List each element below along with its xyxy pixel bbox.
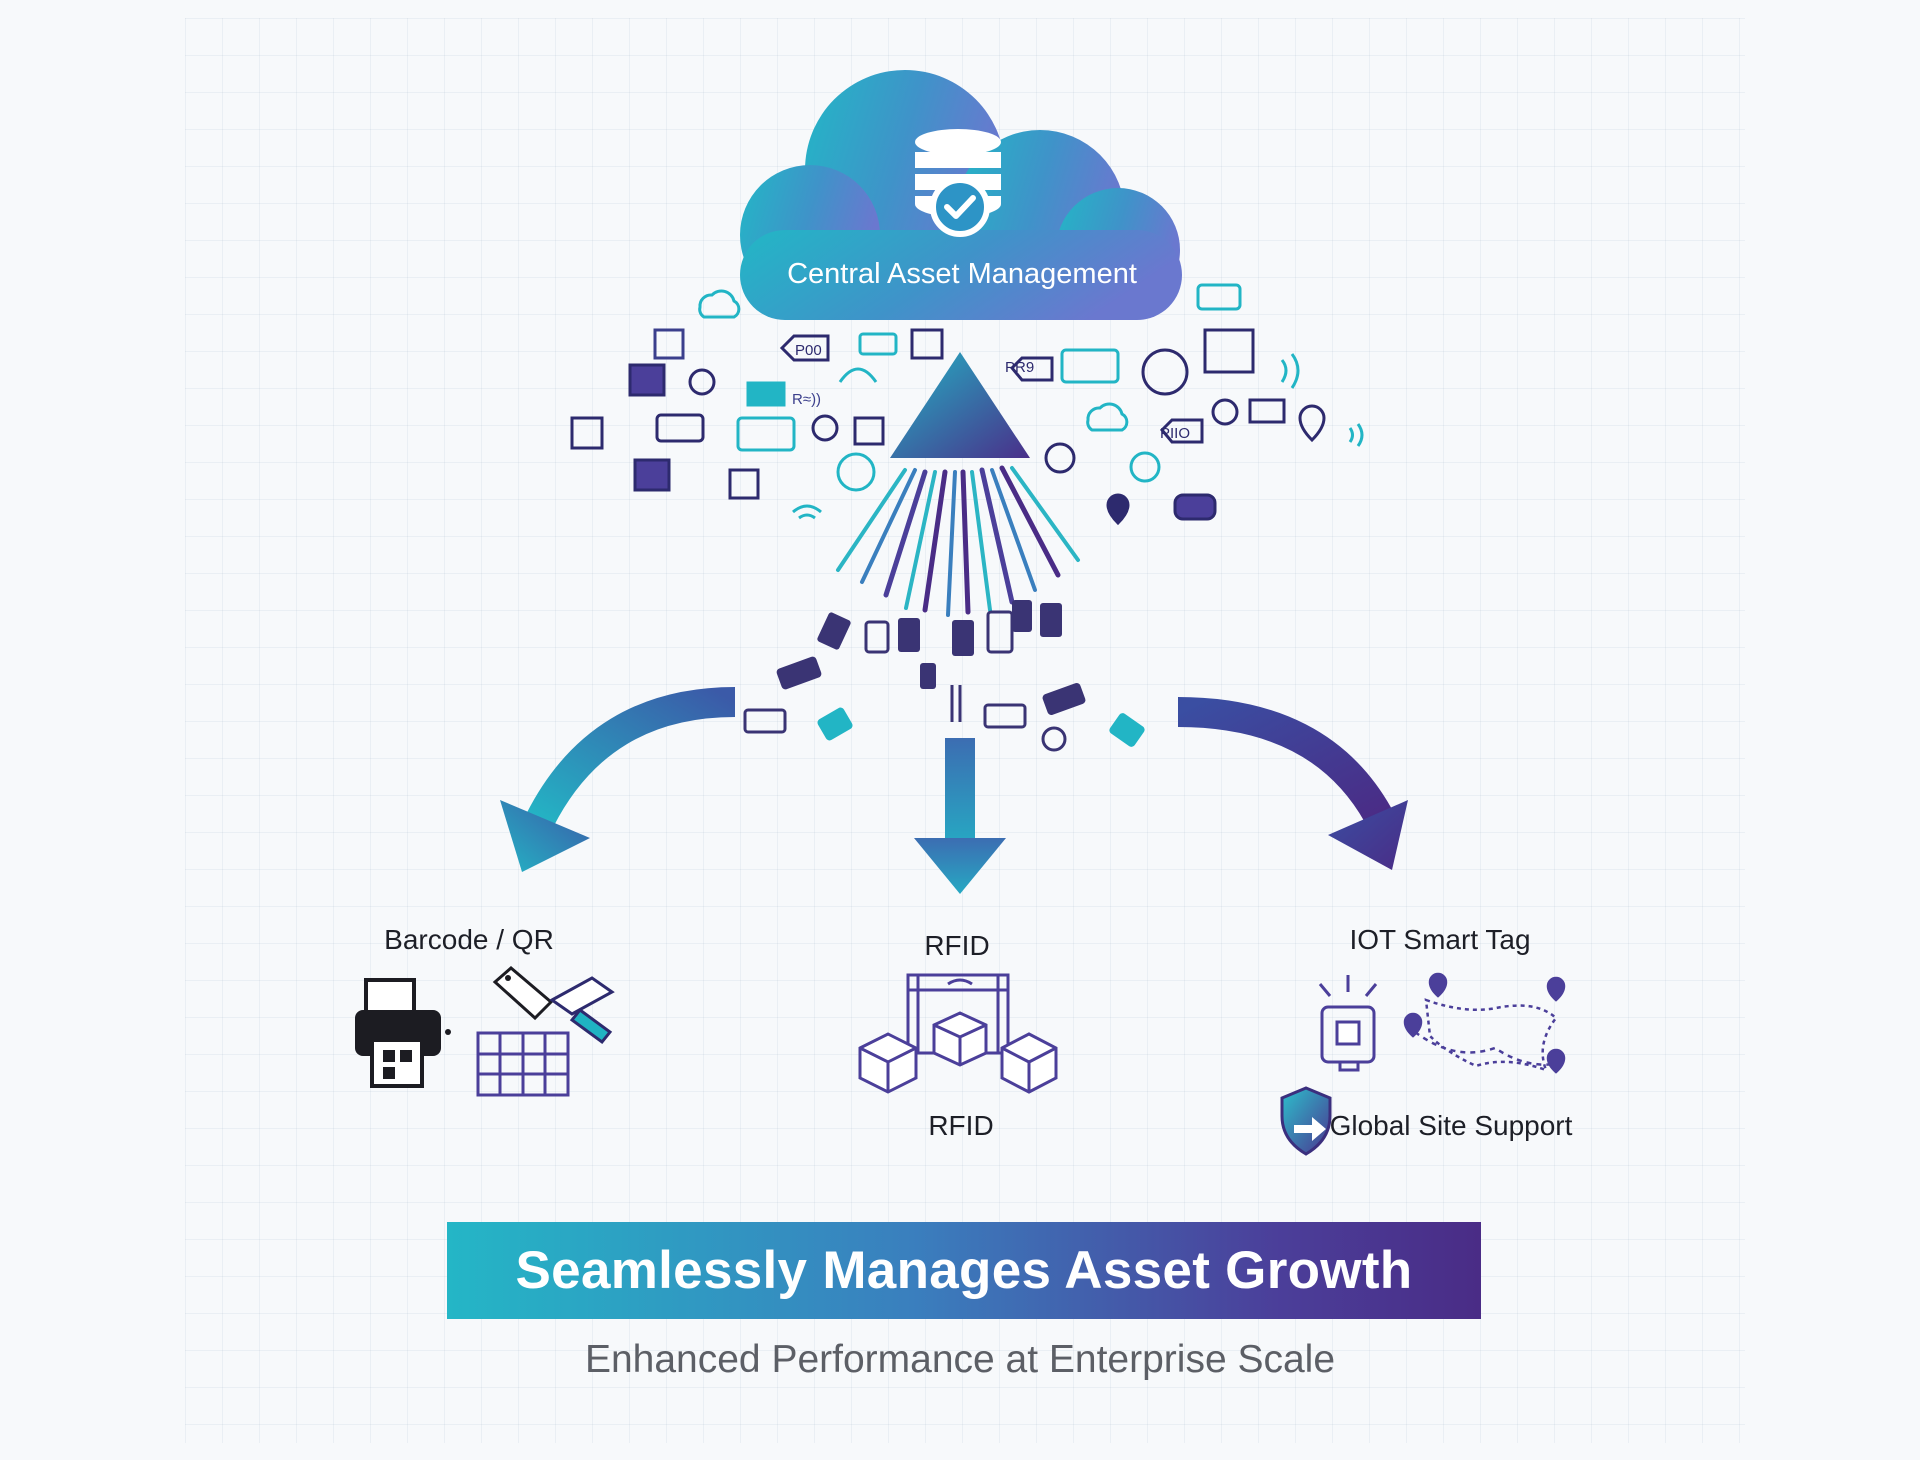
battery-icon bbox=[1173, 493, 1217, 521]
map-route-icon bbox=[1403, 972, 1566, 1074]
id-card-icon bbox=[736, 416, 796, 452]
printer-icon bbox=[355, 978, 451, 1088]
signal-icon bbox=[1348, 423, 1364, 447]
prism-triangle bbox=[890, 352, 1030, 458]
tag-icon bbox=[986, 610, 1014, 654]
camera-icon bbox=[1041, 726, 1067, 752]
branch-label-barcode: Barcode / QR bbox=[384, 924, 554, 955]
smart-tag-icon bbox=[1318, 975, 1378, 1072]
cloud-small-icon bbox=[698, 289, 741, 319]
spiral-icon bbox=[1129, 451, 1161, 483]
tag-outline-icon bbox=[779, 334, 830, 362]
tag-icon bbox=[898, 618, 920, 652]
data-rays bbox=[836, 465, 1080, 617]
doc-icon bbox=[853, 416, 885, 446]
branch-label-rfid: RFID bbox=[924, 930, 990, 961]
box-icon bbox=[633, 458, 671, 492]
card-icon bbox=[655, 413, 705, 443]
arrow-left bbox=[500, 687, 736, 872]
tag-label-r: R≈)) bbox=[792, 391, 821, 408]
global-site-support-label: Global Site Support bbox=[1329, 1110, 1573, 1141]
box-icon bbox=[858, 1011, 1058, 1094]
spiral-icon bbox=[836, 452, 876, 492]
tag-outline-icon bbox=[1009, 356, 1054, 382]
qr-icon bbox=[570, 416, 604, 450]
qr-icon bbox=[653, 328, 685, 360]
subtitle: Enhanced Performance at Enterprise Scale bbox=[584, 1338, 1336, 1381]
grid-icon bbox=[476, 1031, 570, 1097]
tag-label-pr9: PR9 bbox=[1005, 359, 1034, 376]
tag-teal-icon bbox=[817, 707, 853, 741]
ring-icon bbox=[1211, 398, 1239, 426]
barcode-scanner-icon bbox=[549, 976, 615, 1045]
tag-label-piio: PIIO bbox=[1160, 425, 1190, 442]
cloud-small-icon bbox=[1086, 402, 1129, 432]
shield-arrow-icon bbox=[1280, 1086, 1332, 1156]
tag-icon bbox=[1042, 682, 1086, 716]
box-icon bbox=[628, 363, 666, 397]
nfc-icon bbox=[1141, 348, 1189, 396]
card-icon bbox=[983, 703, 1027, 729]
tag-icon bbox=[776, 656, 822, 690]
id-card-icon bbox=[1196, 283, 1242, 311]
tag-outline-icon bbox=[1159, 418, 1204, 444]
location-pin-icon bbox=[1106, 493, 1130, 526]
floating-icons bbox=[570, 283, 1364, 526]
eye-icon bbox=[811, 414, 839, 442]
tag-label-p00: P00 bbox=[795, 342, 822, 359]
wifi-icon bbox=[792, 504, 822, 520]
tag-icon bbox=[952, 620, 974, 656]
headline-text: Seamlessly Manages Asset Growth bbox=[515, 1241, 1413, 1300]
card-icon bbox=[743, 708, 787, 734]
tag-icon bbox=[492, 966, 554, 1021]
floating-labels: P00 PR9 PIIO R≈)) bbox=[792, 342, 1190, 442]
id-card-icon bbox=[1060, 348, 1120, 384]
ring-icon bbox=[688, 368, 716, 396]
database-check-icon bbox=[915, 129, 1001, 237]
wave-icon bbox=[838, 367, 878, 383]
disc-icon bbox=[1044, 442, 1076, 474]
branch-label-iot: IOT Smart Tag bbox=[1349, 924, 1531, 955]
cloud-title: Central Asset Management bbox=[787, 258, 1137, 290]
location-pin-icon bbox=[1298, 404, 1326, 443]
signal-icon bbox=[1280, 353, 1300, 389]
scatter-tags bbox=[743, 600, 1145, 752]
tag-icon bbox=[817, 612, 851, 650]
tag-icon bbox=[1248, 398, 1286, 424]
tag-teal-icon bbox=[1109, 713, 1145, 747]
arrow-middle bbox=[914, 738, 1006, 894]
tag-teal-icon bbox=[746, 381, 786, 407]
qr-icon bbox=[728, 468, 760, 500]
headline-banner: Seamlessly Manages Asset Growth bbox=[447, 1222, 1481, 1319]
tag-icon bbox=[1012, 600, 1032, 632]
tag-icon bbox=[920, 663, 936, 689]
chip-icon bbox=[910, 328, 944, 360]
tag-icon bbox=[864, 620, 890, 654]
arrow-right bbox=[1177, 697, 1408, 870]
tag-icon bbox=[1040, 603, 1062, 637]
chip-icon bbox=[1203, 328, 1255, 374]
battery-icon bbox=[858, 332, 898, 356]
branch-caption-rfid: RFID bbox=[928, 1110, 994, 1141]
